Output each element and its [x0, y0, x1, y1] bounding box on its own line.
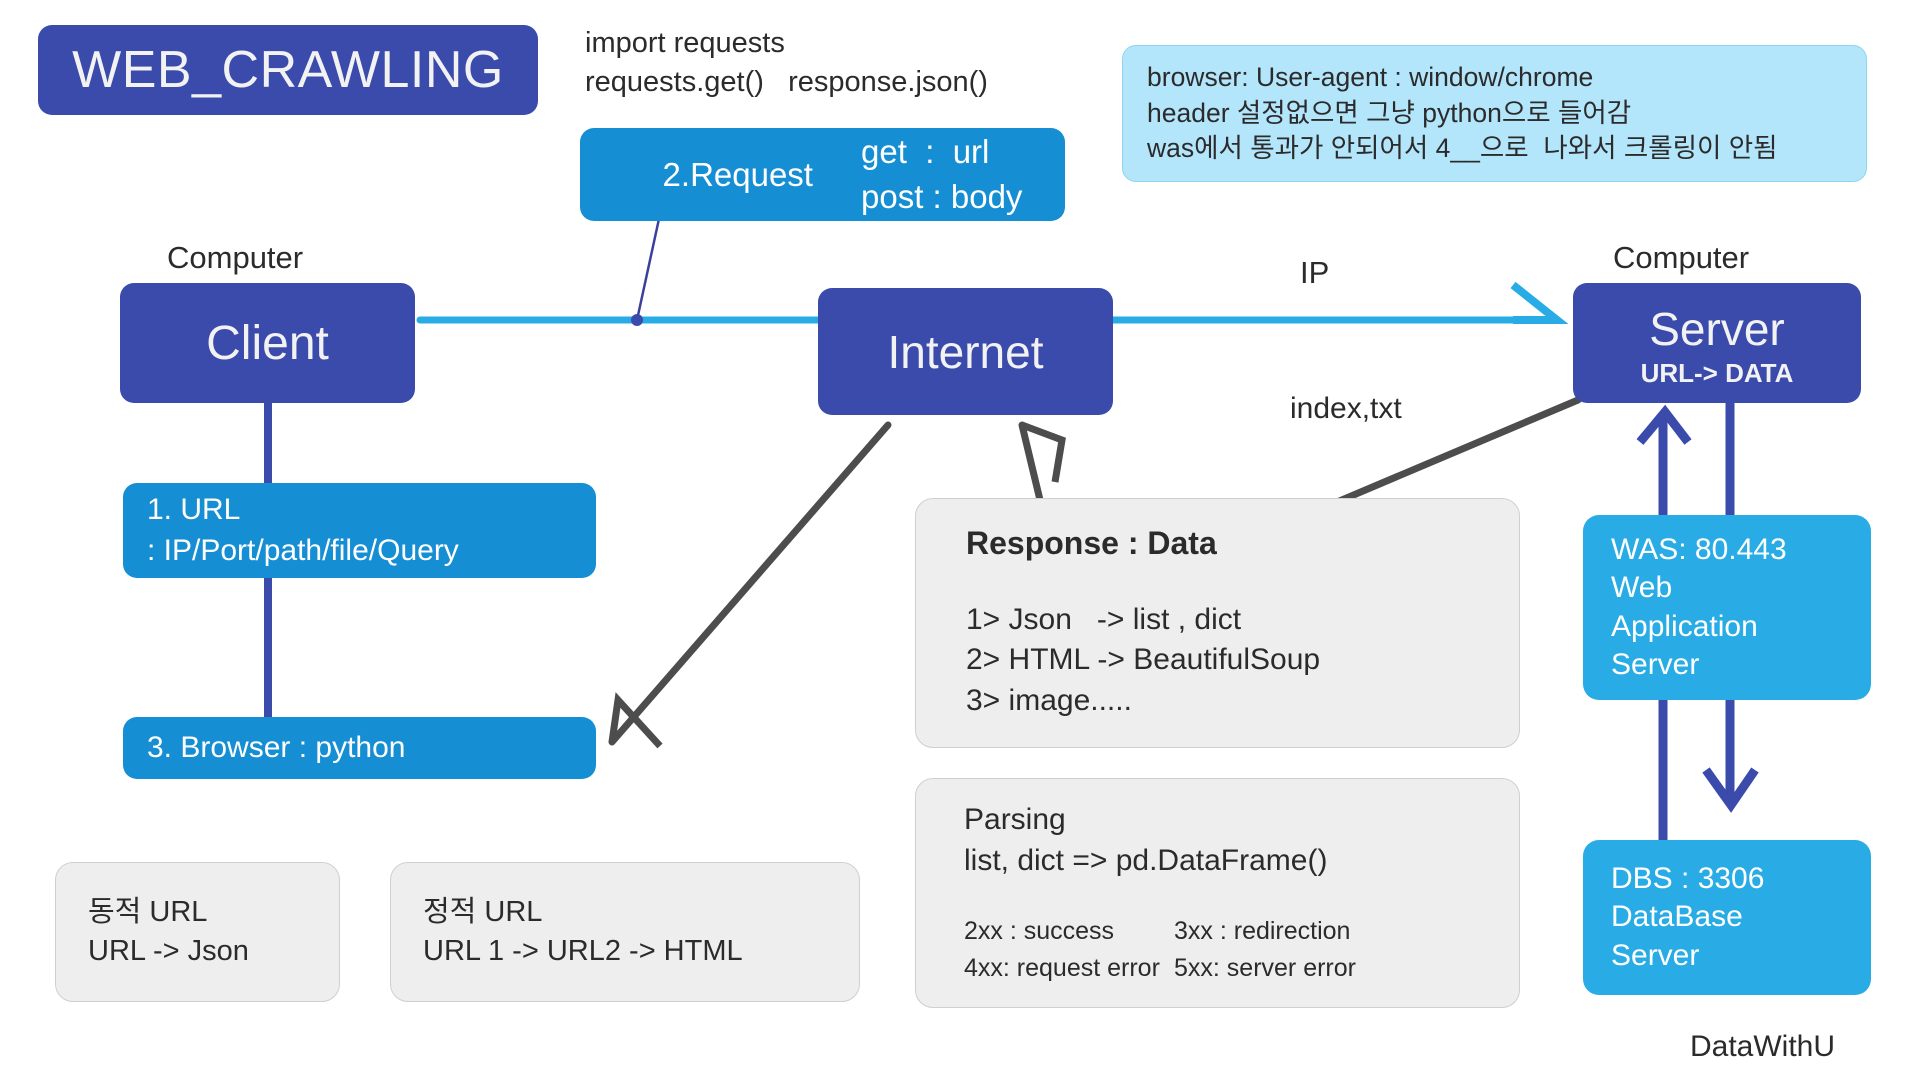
was-line-2: Web	[1611, 571, 1673, 605]
status-code-row: 4xx: request error 5xx: server error	[964, 950, 1519, 986]
dbs-node: DBS : 3306 DataBase Server	[1583, 840, 1871, 995]
was-line-1: WAS: 80.443	[1611, 532, 1787, 566]
footer-watermark: DataWithU	[1690, 1030, 1836, 1063]
parsing-subtitle: list, dict => pd.DataFrame()	[964, 843, 1328, 877]
request-method-get: get : url	[860, 132, 990, 170]
status-code-3xx: 3xx : redirection	[1174, 917, 1351, 946]
was-line-4: Server	[1611, 647, 1700, 681]
dbs-line-2: DataBase	[1611, 900, 1743, 934]
status-code-2xx: 2xx : success	[964, 917, 1115, 946]
url-step-box: 1. URL : IP/Port/path/file/Query	[123, 483, 596, 578]
browser-header-note: browser: User-agent : window/chrome head…	[1122, 45, 1867, 182]
request-label: 2.Request	[662, 155, 813, 193]
browser-note-line-3: was에서 통과가 안되어서 4__으로 나와서 크롤링이 안됨	[1147, 133, 1778, 164]
status-code-4xx: 4xx: request error	[964, 953, 1160, 982]
code-line-2: requests.get() response.json()	[585, 66, 988, 99]
response-item: 2> HTML -> BeautifulSoup	[966, 643, 1321, 677]
internet-node: Internet	[818, 288, 1113, 415]
index-txt-wire-label: index,txt	[1290, 392, 1402, 425]
status-code-row: 2xx : success 3xx : redirection	[964, 913, 1519, 949]
response-title: Response : Data	[966, 524, 1217, 561]
was-line-3: Application	[1611, 609, 1758, 643]
parsing-title: Parsing	[964, 803, 1066, 837]
page-title: WEB_CRAWLING	[38, 25, 538, 115]
dynamic-url-line-1: 동적 URL	[88, 895, 208, 928]
static-url-line-2: URL 1 -> URL2 -> HTML	[423, 935, 743, 967]
dynamic-url-note: 동적 URL URL -> Json	[55, 862, 340, 1002]
computer-label-server: Computer	[1613, 240, 1750, 275]
dbs-line-3: Server	[1611, 938, 1700, 972]
browser-note-line-2: header 설정없으면 그냥 python으로 들어감	[1147, 97, 1632, 128]
url-step-line-1: 1. URL	[147, 493, 241, 526]
request-box: 2.Request get : url post : body	[580, 128, 1065, 221]
response-box: Response : Data 1> Json -> list , dict 2…	[915, 498, 1520, 748]
response-item-list: 1> Json -> list , dict 2> HTML -> Beauti…	[966, 600, 1519, 722]
was-node: WAS: 80.443 Web Application Server	[1583, 515, 1871, 700]
browser-step-box: 3. Browser : python	[123, 717, 596, 779]
url-step-line-2: : IP/Port/path/file/Query	[147, 533, 459, 567]
static-url-line-1: 정적 URL	[423, 895, 543, 928]
dbs-line-1: DBS : 3306	[1611, 861, 1765, 895]
dynamic-url-line-2: URL -> Json	[88, 935, 249, 967]
server-node: Server URL-> DATA	[1573, 283, 1861, 403]
request-method-post: post : body	[860, 177, 1023, 215]
computer-label-client: Computer	[167, 240, 304, 275]
response-item: 1> Json -> list , dict	[966, 602, 1242, 636]
internet-node-label: Internet	[887, 325, 1044, 378]
browser-step-line-1: 3. Browser : python	[147, 730, 406, 764]
server-node-label: Server	[1649, 302, 1785, 355]
request-methods: get : url post : body	[861, 130, 1022, 219]
code-line-1: import requests	[585, 27, 785, 59]
static-url-note: 정적 URL URL 1 -> URL2 -> HTML	[390, 862, 860, 1002]
response-item: 3> image.....	[966, 683, 1132, 717]
ip-wire-label: IP	[1300, 255, 1330, 290]
browser-note-line-1: browser: User-agent : window/chrome	[1147, 61, 1594, 92]
client-node: Client	[120, 283, 415, 403]
parsing-box: Parsing list, dict => pd.DataFrame() 2xx…	[915, 778, 1520, 1008]
page-title-text: WEB_CRAWLING	[72, 41, 504, 99]
server-node-sublabel: URL-> DATA	[1640, 357, 1794, 388]
code-snippet-note: import requests requests.get() response.…	[585, 24, 1065, 102]
client-node-label: Client	[206, 316, 329, 370]
status-code-5xx: 5xx: server error	[1174, 953, 1356, 982]
